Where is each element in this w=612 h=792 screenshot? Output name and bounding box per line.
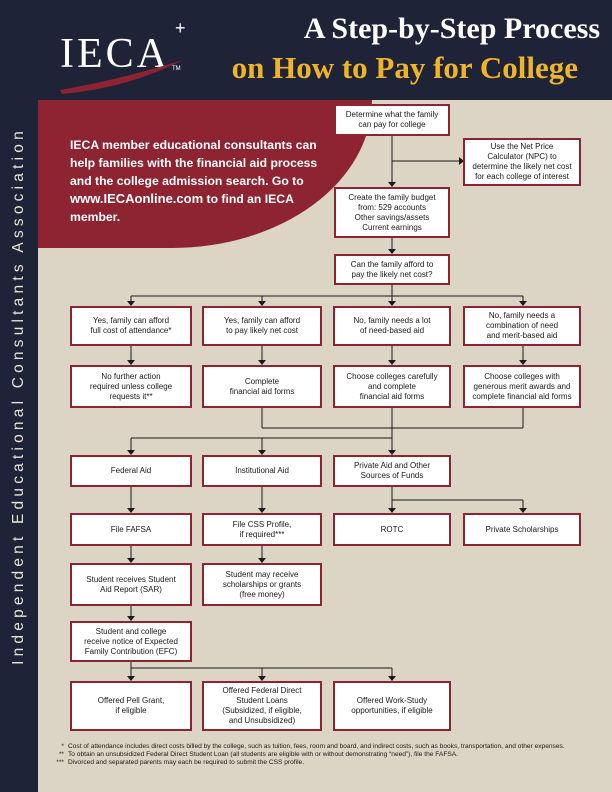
efc-box: Student and college receive notice of Ex…	[70, 621, 192, 662]
step-npc-box: Use the Net Price Calculator (NPC) to de…	[463, 138, 581, 186]
step-budget-box: Create the family budget from: 529 accou…	[334, 187, 450, 238]
private-aid-box: Private Aid and Other Sources of Funds	[333, 455, 451, 487]
choose-carefully-box: Choose colleges carefully and complete f…	[333, 365, 451, 408]
step-determine-box: Determine what the family can pay for co…	[334, 104, 450, 136]
ieca-logo: IECA	[60, 31, 170, 77]
file-fafsa-box: File FAFSA	[70, 513, 192, 546]
question-box: Can the family afford to pay the likely …	[334, 254, 450, 285]
intro-panel	[38, 100, 372, 248]
institutional-aid-box: Institutional Aid	[202, 455, 322, 487]
rotc-box: ROTC	[333, 513, 451, 546]
no-further-action-box: No further action required unless colleg…	[70, 365, 192, 408]
scholarships-grants-box: Student may receive scholarships or gran…	[202, 563, 322, 606]
intro-go-to: Go to	[271, 174, 304, 188]
work-study-box: Offered Work-Study opportunities, if eli…	[333, 681, 451, 731]
page-title-line2: on How to Pay for College	[231, 50, 578, 85]
complete-forms-box: Complete financial aid forms	[202, 365, 322, 408]
no-combination-box: No, family needs a combination of need a…	[463, 306, 581, 346]
footnote-1: *Cost of attendance includes direct cost…	[61, 743, 565, 750]
yes-full-cost-box: Yes, family can afford full cost of atte…	[70, 306, 192, 346]
no-need-based-box: No, family needs a lot of need-based aid	[333, 306, 451, 346]
private-scholarships-box: Private Scholarships	[463, 513, 581, 546]
ieca-website-link[interactable]: www.IECAonline.com	[70, 191, 204, 206]
federal-loans-box: Offered Federal Direct Student Loans (Su…	[202, 681, 322, 731]
intro-text: IECA member educational consultants can …	[70, 136, 338, 226]
federal-aid-box: Federal Aid	[70, 455, 192, 487]
intro-line-a: IECA member educational consultants can …	[70, 138, 318, 188]
yes-net-cost-box: Yes, family can afford to pay likely net…	[202, 306, 322, 346]
file-css-profile-box: File CSS Profile, if required***	[202, 513, 322, 546]
header-band	[38, 0, 612, 100]
choose-merit-box: Choose colleges with generous merit awar…	[463, 365, 581, 408]
intro-line-b: to find an IECA member.	[70, 192, 294, 224]
footnotes: *Cost of attendance includes direct cost…	[48, 743, 608, 768]
logo-plus: +	[175, 18, 186, 38]
logo-swoosh-icon	[60, 60, 183, 94]
pell-grant-box: Offered Pell Grant, if eligible	[70, 681, 192, 731]
footnote-3: ***Divorced and separated parents may ea…	[56, 759, 305, 767]
logo-trademark: TM	[172, 66, 181, 72]
footnote-2: **To obtain an unsubsidized Federal Dire…	[58, 751, 458, 759]
sar-box: Student receives Student Aid Report (SAR…	[70, 563, 192, 606]
page-title-line1: A Step-by-Step Process	[303, 12, 600, 45]
sidebar-band: Independent Educational Consultants Asso…	[0, 0, 38, 792]
